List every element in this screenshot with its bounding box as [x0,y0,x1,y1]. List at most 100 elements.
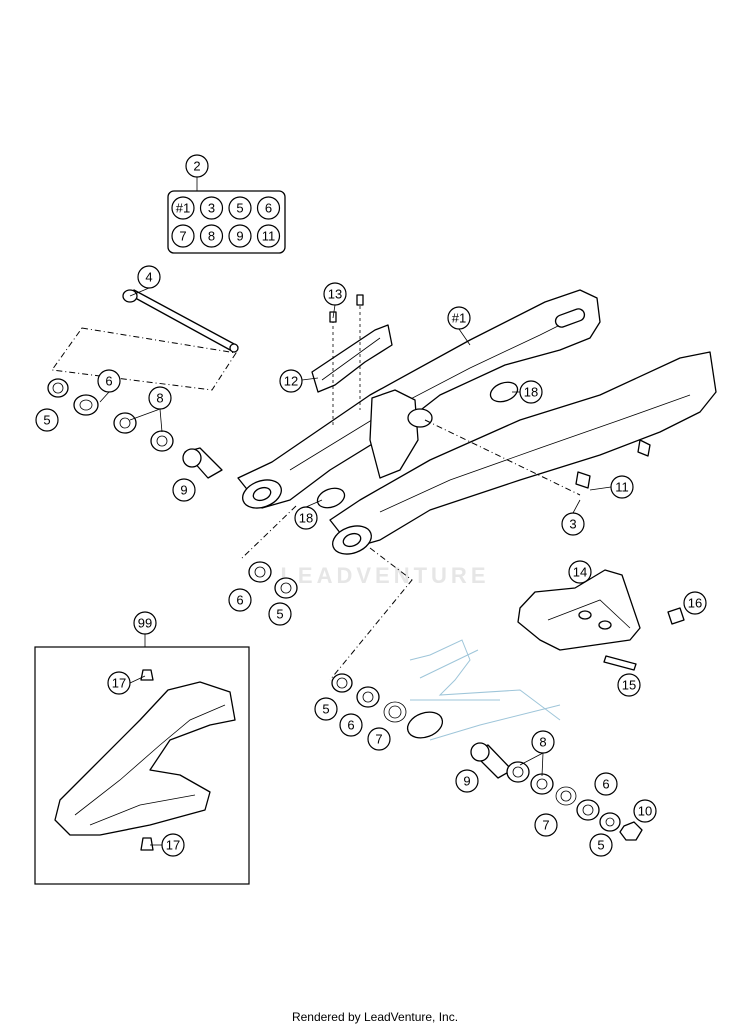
callout-c9b: 9 [455,769,479,793]
callout-c17b: 17 [161,833,185,857]
callout-label: 9 [463,774,470,789]
leader-line [458,328,471,346]
callout-circle [367,727,391,751]
swingarm-axle [122,289,239,353]
bearing-stack-front-left [47,378,223,479]
kit-cell-label: 11 [262,229,276,244]
callout-label: 4 [145,270,152,285]
leader-line [305,499,323,508]
callout-label: 7 [375,732,382,747]
callout-c14: 14 [568,560,592,584]
chain-slider-17 [54,669,236,851]
callout-circle [172,478,196,502]
kit-cell-label: 5 [236,201,243,216]
leader-line [301,377,319,381]
callout-c18b: 18 [294,506,318,530]
leader-line [541,752,544,777]
callout-c12: 12 [279,369,303,393]
callout-label: 17 [112,676,126,691]
callout-label: 8 [539,735,546,750]
callout-circle [279,369,303,393]
callout-label: 5 [276,607,283,622]
callout-circle [561,512,585,536]
callout-label: 12 [284,374,298,389]
callout-c4: 4 [137,265,161,289]
callout-circle [133,611,157,635]
callout-c99: 99 [133,611,157,635]
callout-label: 6 [105,374,112,389]
callout-c5d: 5 [589,833,613,857]
kit-frame-99 [34,646,250,885]
callout-circle [294,506,318,530]
bearing-stack-lower-right [470,742,643,841]
callout-c11: 11 [610,475,634,499]
callout-c2: 2 [185,154,209,178]
kit-cell-label: 8 [208,229,215,244]
leader-line [99,391,110,403]
watermark: LEADVENTURE [280,563,489,588]
callout-label: 13 [328,287,342,302]
callout-circle [161,833,185,857]
kit-cell-label: #1 [176,201,190,216]
callout-c6d: 6 [594,772,618,796]
swingarm [237,289,717,555]
callout-circle [589,833,613,857]
callout-circle [617,673,641,697]
callout-circle [447,306,471,330]
callout-circle [148,386,172,410]
kit-cell-label: 3 [208,201,215,216]
callout-circle [185,154,209,178]
footer-credit: Rendered by LeadVenture, Inc. [291,1010,459,1024]
seal-pair-mid [248,561,298,599]
callout-circle [35,408,59,432]
callout-c9a: 9 [172,478,196,502]
callout-label: 99 [138,616,152,631]
leader-line [129,408,161,421]
callout-label: 15 [622,678,636,693]
callout-circle [97,369,121,393]
callout-circle [534,813,558,837]
callout-c15: 15 [617,673,641,697]
callout-c6a: 6 [97,369,121,393]
kit-cell-circle [228,224,252,248]
callout-c18a: 18 [519,380,543,404]
callout-c5c: 5 [314,697,338,721]
kit-cell-circle [199,224,224,248]
kit-cell-label: 7 [179,229,186,244]
callout-c13: 13 [323,282,347,306]
callout-c17a: 17 [107,671,131,695]
kit-cell-circle [171,196,195,220]
leader-line [332,304,336,319]
plug-18-upper [489,381,519,403]
callout-circle [568,560,592,584]
callout-label: 3 [569,517,576,532]
callout-label: 5 [597,838,604,853]
callout-c8b: 8 [531,730,555,754]
callout-circle [531,730,555,754]
callout-circle [519,380,543,404]
callout-c8a: 8 [148,386,172,410]
callout-label: 17 [166,838,180,853]
callout-label: 10 [638,804,652,819]
kit-cell-label: 9 [236,229,243,244]
kit-group: #1 3 5 6 7 8 9 11 [167,177,286,254]
callout-circle [683,591,707,615]
callout-c6b: 6 [228,588,252,612]
chain-guide-14 [517,569,685,671]
kit-cell-circle [171,224,195,248]
callout-label: 16 [688,596,702,611]
callout-circle [268,602,292,626]
callout-c1: #1 [447,306,471,330]
leader-line [519,752,544,766]
leader-line [129,675,146,684]
callout-c3: 3 [561,512,585,536]
callout-c6c: 6 [339,713,363,737]
kit-box [167,190,286,254]
leader-line [159,408,163,433]
callout-label: 6 [347,718,354,733]
callout-c7a: 7 [367,727,391,751]
callout-circle [594,772,618,796]
kit-cell-label: 6 [265,201,272,216]
bearing-stack-lower-left [331,673,407,723]
